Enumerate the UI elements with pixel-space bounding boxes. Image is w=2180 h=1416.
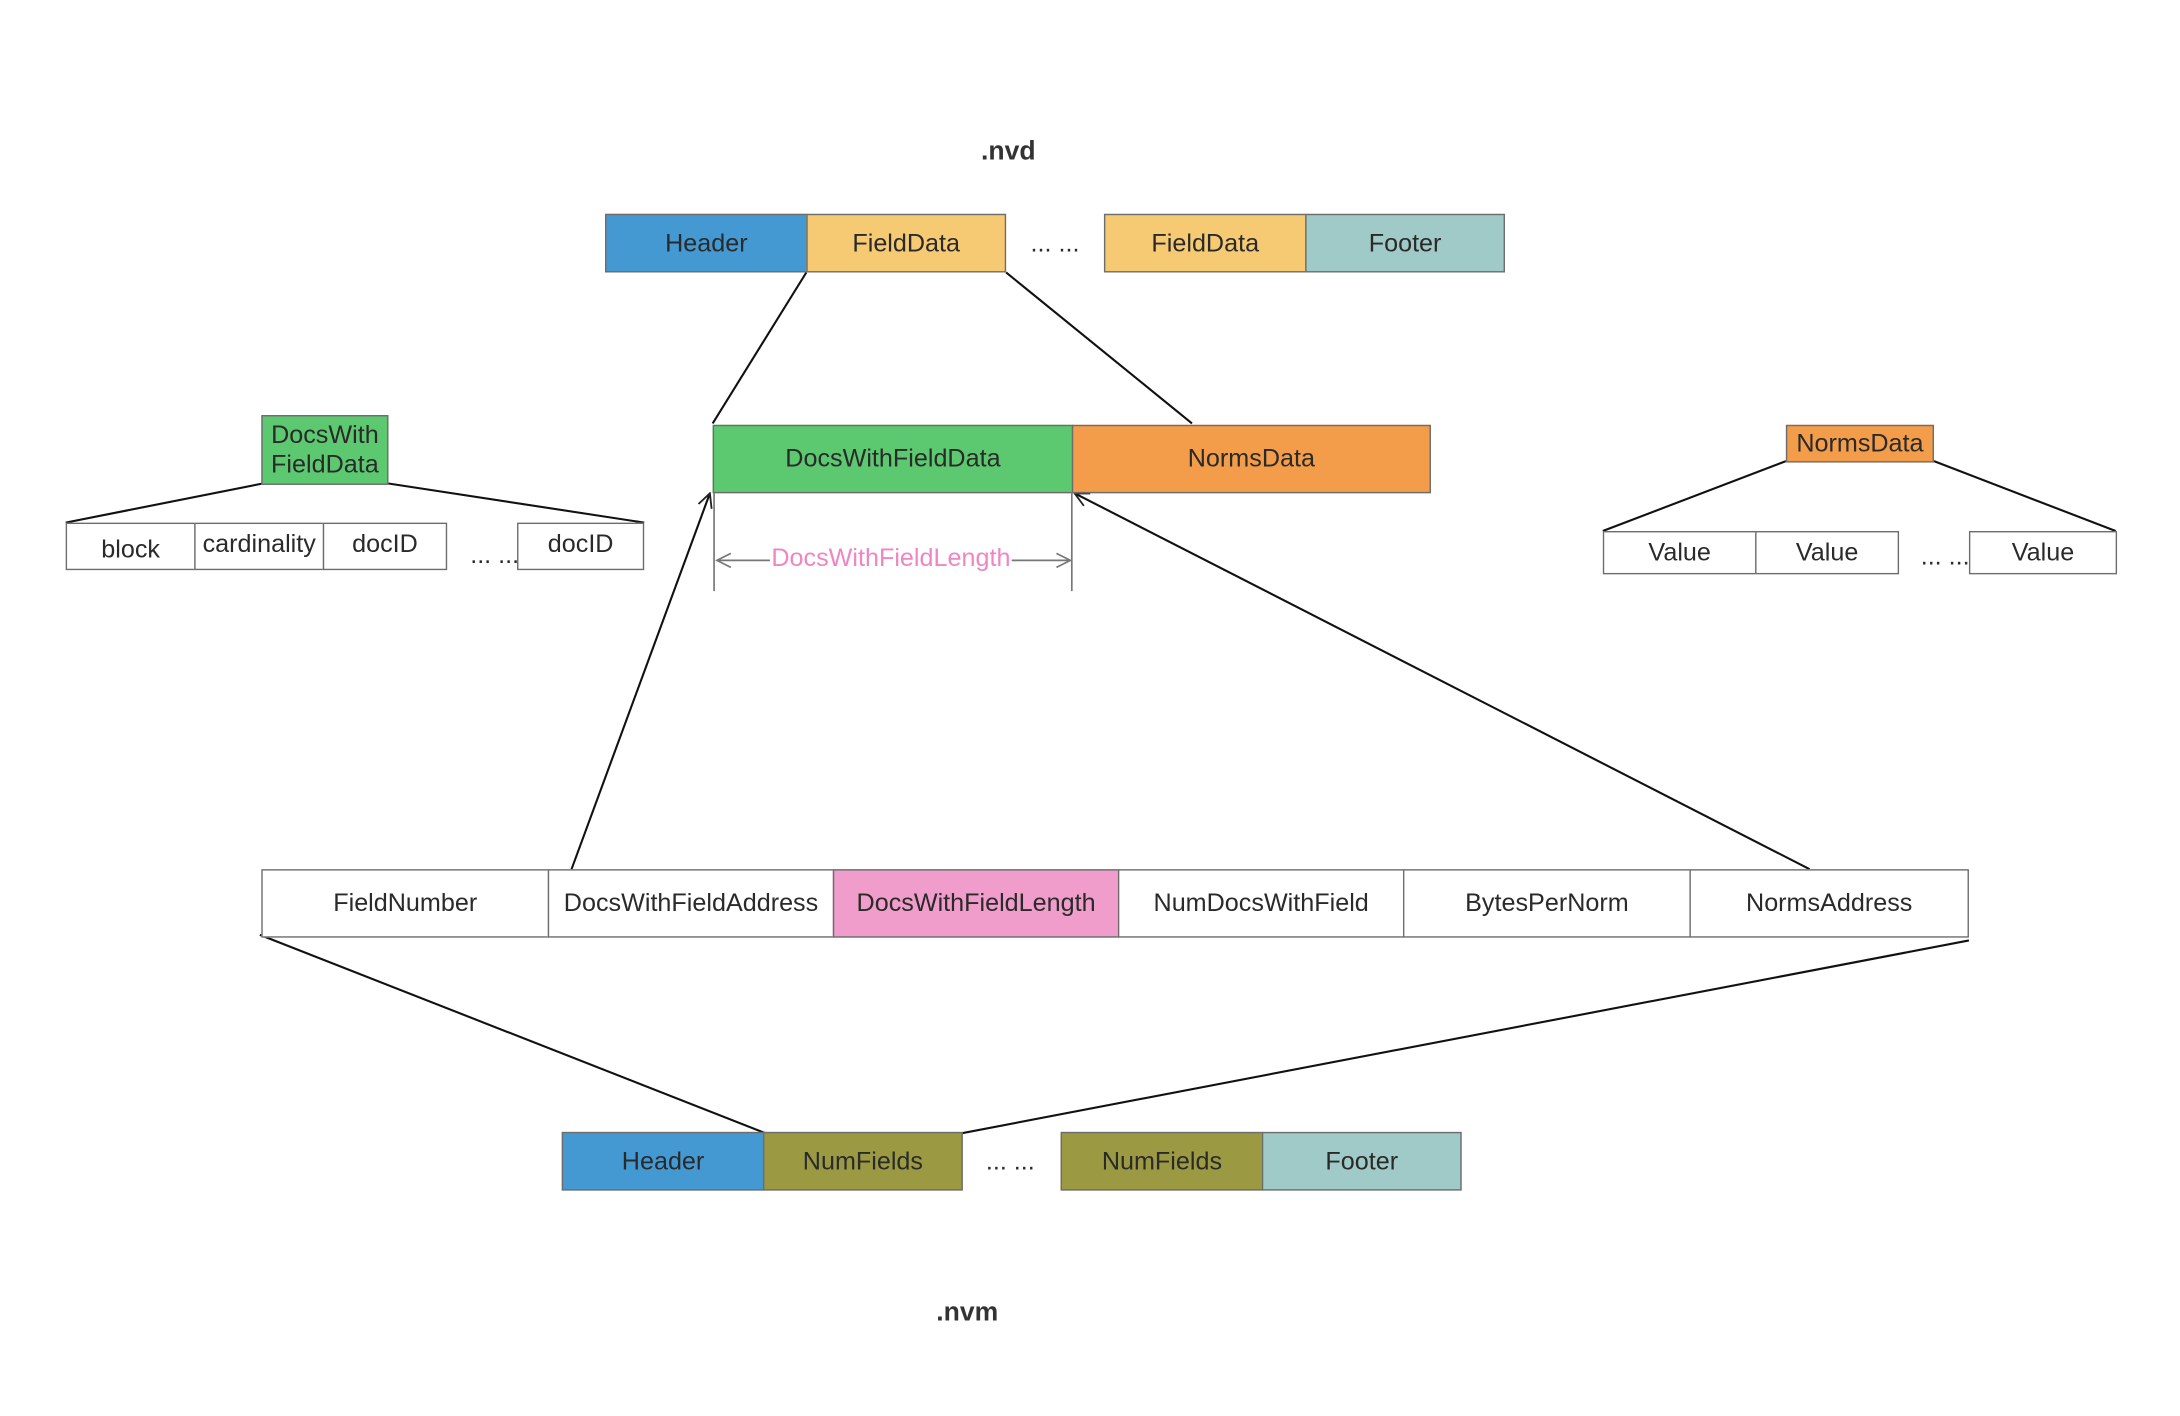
docs-detail-title-line1: DocsWith	[271, 421, 379, 450]
docs-detail-line-left	[65, 482, 263, 524]
nvd-footer-block: Footer	[1305, 213, 1505, 273]
value-cell: Value	[1602, 531, 1757, 575]
nvd-field-data-block-last: FieldData	[1103, 213, 1307, 273]
num-docs-with-field-cell: NumDocsWithField	[1117, 869, 1405, 938]
doc-id-cell-last: docID	[517, 522, 645, 571]
meta-line-right	[961, 939, 1970, 1135]
norms-address-arrow	[1075, 492, 1811, 871]
block-cell: block	[65, 522, 196, 571]
doc-id-cell: docID	[322, 522, 448, 571]
docs-detail-title-line2: FieldData	[271, 449, 379, 478]
cardinality-cell: cardinality	[194, 522, 325, 571]
nvd-title: .nvd	[980, 136, 1036, 167]
docs-address-arrow	[570, 493, 710, 870]
docs-detail-title-block: DocsWith FieldData	[261, 415, 389, 485]
nvd-ellipsis: ... ...	[1030, 228, 1080, 257]
nvd-header-block: Header	[605, 213, 808, 273]
norms-detail-line-left	[1602, 460, 1787, 532]
norms-detail-title-block: NormsData	[1785, 424, 1935, 463]
nvm-ellipsis: ... ...	[985, 1146, 1035, 1175]
nvm-num-fields-block-last: NumFields	[1060, 1131, 1264, 1191]
field-number-cell: FieldNumber	[261, 869, 550, 938]
norms-detail-ellipsis: ... ...	[1920, 542, 1970, 571]
docs-with-field-data-block: DocsWithFieldData	[712, 424, 1074, 494]
value-cell-last: Value	[1968, 531, 2118, 575]
docs-with-field-address-cell: DocsWithFieldAddress	[547, 869, 835, 938]
norms-address-cell: NormsAddress	[1689, 869, 1969, 938]
docs-detail-ellipsis: ... ...	[470, 540, 520, 569]
docs-with-field-length-label: DocsWithFieldLength	[769, 543, 1012, 573]
nvm-num-fields-block: NumFields	[762, 1131, 963, 1191]
expand-line-right	[1005, 271, 1193, 425]
nvd-field-data-block: FieldData	[806, 213, 1007, 273]
expand-line-left	[711, 271, 808, 424]
bytes-per-norm-cell: BytesPerNorm	[1402, 869, 1691, 938]
docs-detail-line-right	[388, 482, 645, 524]
meta-line-left	[259, 933, 767, 1135]
value-cell: Value	[1755, 531, 1900, 575]
docs-with-field-length-cell: DocsWithFieldLength	[832, 869, 1120, 938]
nvm-header-block: Header	[561, 1131, 765, 1191]
norms-data-block: NormsData	[1071, 424, 1431, 494]
norms-detail-line-right	[1933, 460, 2117, 532]
nvm-footer-block: Footer	[1261, 1131, 1462, 1191]
nvm-title: .nvm	[936, 1298, 999, 1328]
